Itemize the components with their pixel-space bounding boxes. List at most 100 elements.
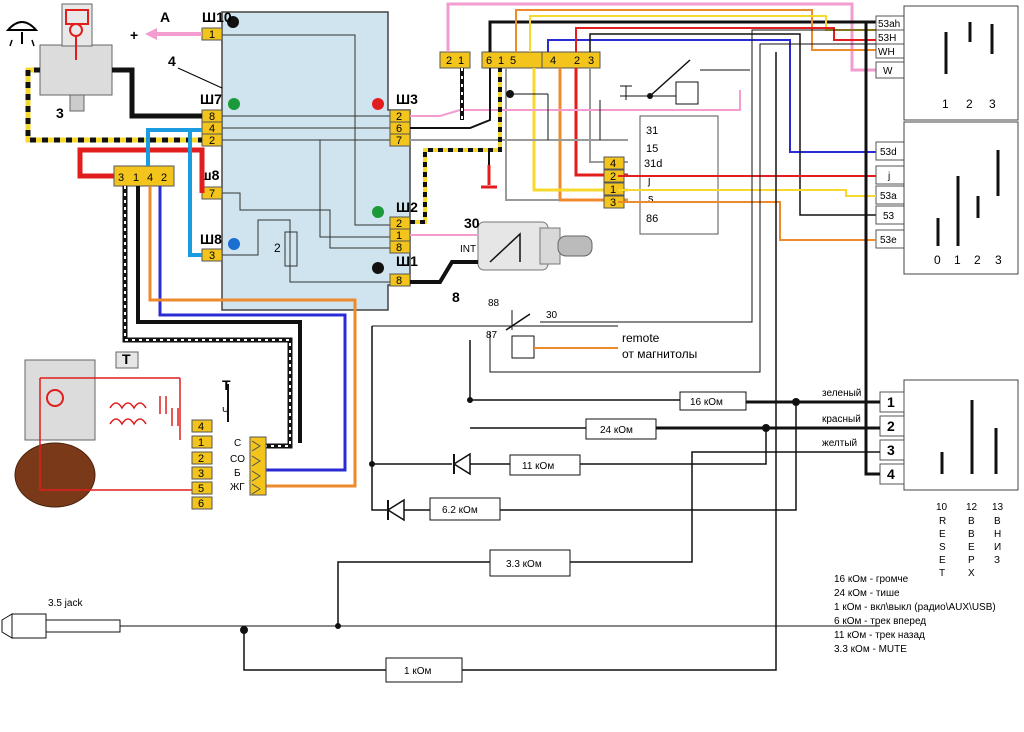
svg-text:4: 4 (887, 466, 895, 482)
svg-text:j: j (647, 175, 650, 187)
svg-text:2: 2 (974, 253, 981, 267)
svg-text:53H: 53H (878, 33, 896, 44)
svg-text:31: 31 (646, 125, 658, 137)
svg-text:2: 2 (610, 171, 616, 183)
svg-text:3: 3 (995, 253, 1002, 267)
label-t-red: T (222, 377, 231, 393)
fuse (284, 231, 298, 267)
svg-text:8: 8 (396, 275, 402, 287)
svg-text:2: 2 (396, 218, 402, 230)
label-a: A (160, 9, 170, 25)
wire-label-zhg: ЖГ (230, 482, 245, 493)
resistor-16k: 16 кОм (679, 391, 747, 411)
svg-text:1: 1 (610, 184, 616, 196)
fuse-label: 2 (274, 241, 281, 255)
svg-text:6 кОм - трек вперед: 6 кОм - трек вперед (834, 616, 926, 627)
motor-connector (249, 436, 267, 496)
label-sh8: Ш8 (200, 231, 222, 247)
block-dot-black-2 (372, 262, 384, 274)
button-switch-terminals: 1 2 3 4 (879, 391, 905, 485)
svg-text:2: 2 (574, 55, 580, 67)
svg-text:1: 1 (887, 394, 895, 410)
label-88: 88 (488, 298, 500, 309)
control-block: 2 (221, 11, 411, 311)
svg-text:8: 8 (209, 111, 215, 123)
svg-text:10: 10 (936, 502, 948, 513)
svg-text:5: 5 (198, 483, 204, 495)
key-icon (477, 221, 593, 271)
svg-text:11 кОм: 11 кОм (522, 461, 554, 472)
svg-text:1: 1 (942, 97, 949, 111)
label-30: 30 (464, 215, 480, 231)
svg-text:1: 1 (458, 55, 464, 67)
resistor-3k3: 3.3 кОм (489, 549, 571, 577)
svg-text:2: 2 (209, 135, 215, 147)
svg-text:1: 1 (133, 172, 139, 184)
svg-text:Р: Р (968, 555, 975, 566)
top-connector-right: 4 2 3 (541, 51, 601, 69)
svg-text:З: З (994, 555, 1000, 566)
svg-text:6.2 кОм: 6.2 кОм (442, 505, 478, 516)
svg-text:3: 3 (118, 172, 124, 184)
svg-text:E: E (939, 555, 946, 566)
label-int: INT (460, 244, 476, 255)
svg-text:0: 0 (934, 253, 941, 267)
svg-text:2: 2 (446, 55, 452, 67)
svg-text:53d: 53d (880, 147, 897, 158)
svg-text:24 кОм: 24 кОм (600, 425, 633, 436)
svg-text:3.3 кОм - MUTE: 3.3 кОм - MUTE (834, 644, 907, 655)
arrow-a (145, 28, 202, 40)
svg-text:12: 12 (966, 502, 978, 513)
svg-text:16 кОм - громче: 16 кОм - громче (834, 574, 909, 585)
svg-text:Е: Е (968, 542, 975, 553)
svg-text:86: 86 (646, 213, 658, 225)
label-sh10: Ш10 (202, 9, 232, 25)
diode-11k (452, 452, 471, 476)
resistor-24k: 24 кОм (585, 418, 657, 440)
svg-text:6: 6 (198, 498, 204, 510)
svg-text:1: 1 (954, 253, 961, 267)
top-connector-mid: 6 1 5 (481, 51, 543, 69)
label-plus: + (130, 27, 138, 43)
washer-pump (39, 3, 113, 112)
svg-text:WH: WH (878, 47, 895, 58)
svg-text:1: 1 (498, 55, 504, 67)
wiper-icon (5, 21, 39, 47)
wire-green: зеленый (822, 388, 861, 399)
wire-label-co: CO (230, 454, 245, 465)
svg-text:Н: Н (994, 529, 1001, 540)
svg-text:S: S (939, 542, 946, 553)
label-sh8-small: ш8 (200, 167, 220, 183)
pins-sh7: 8 4 2 (201, 109, 223, 147)
pins-sh10: 1 (201, 27, 223, 41)
resistor-legend: 16 кОм - громче 24 кОм - тише 1 кОм - вк… (834, 574, 996, 655)
resistor-6k2: 6.2 кОм (429, 497, 501, 521)
svg-text:6: 6 (486, 55, 492, 67)
label-87: 87 (486, 330, 498, 341)
svg-text:R: R (939, 516, 946, 527)
label-pump-3: 3 (56, 105, 64, 121)
svg-text:7: 7 (396, 135, 402, 147)
wire-label-b: Б (234, 468, 241, 479)
ground-icon (481, 165, 497, 189)
svg-text:16 кОм: 16 кОм (690, 397, 723, 408)
pins-sh2: 2 1 8 (389, 216, 411, 254)
pins-sh3: 2 6 7 (389, 109, 411, 147)
svg-text:j: j (887, 171, 890, 182)
svg-text:31d: 31d (644, 158, 662, 170)
svg-text:7: 7 (209, 188, 215, 200)
block-dot-blue (228, 238, 240, 250)
label-sh1: Ш1 (396, 253, 418, 269)
svg-text:В: В (994, 516, 1001, 527)
button-columns: 10 R E S E T 12 В В Е Р Х 13 В Н И З (936, 502, 1004, 579)
svg-text:В: В (968, 529, 975, 540)
svg-text:4: 4 (550, 55, 556, 67)
svg-text:53: 53 (883, 211, 895, 222)
svg-text:6: 6 (396, 123, 402, 135)
svg-text:1: 1 (198, 437, 204, 449)
label-sh3: Ш3 (396, 91, 418, 107)
svg-text:3.3 кОм: 3.3 кОм (506, 559, 542, 570)
svg-text:4: 4 (209, 123, 215, 135)
svg-text:2: 2 (198, 453, 204, 465)
svg-text:3: 3 (989, 97, 996, 111)
